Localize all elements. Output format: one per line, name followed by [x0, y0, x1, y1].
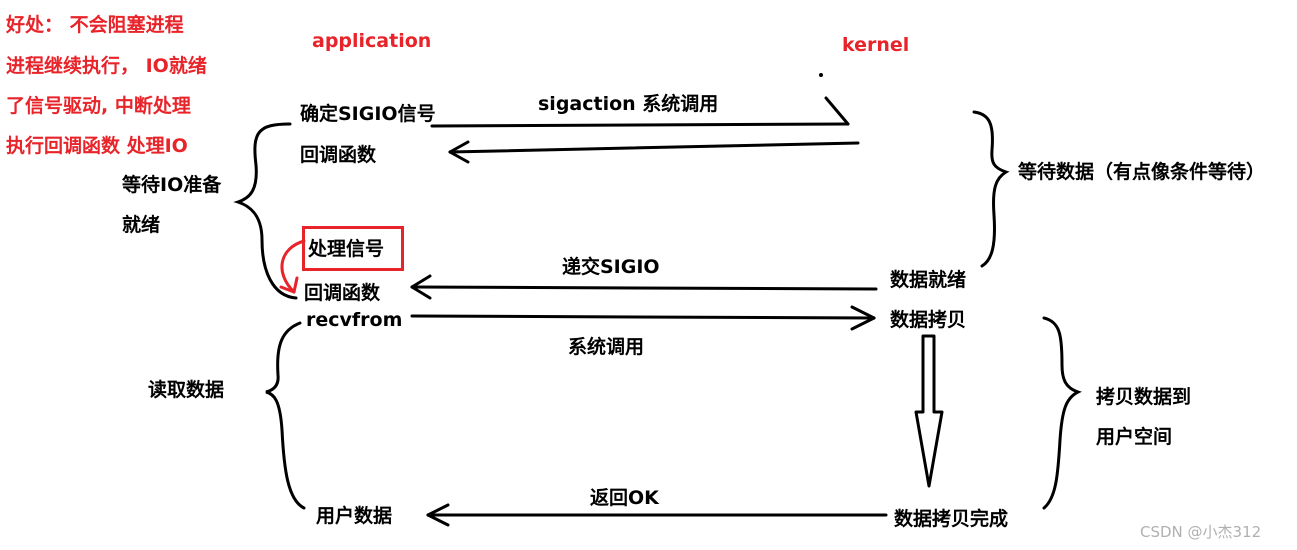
- data-copy-label: 数据拷贝: [890, 309, 967, 331]
- recvfrom-label: recvfrom: [306, 309, 403, 331]
- wait-io-brace: [233, 122, 298, 300]
- data-ready-label: 数据就绪: [890, 269, 967, 291]
- wait-data-brace: [972, 110, 1010, 268]
- callback-label-2: 回调函数: [304, 282, 381, 304]
- callback-label-1: 回调函数: [300, 144, 377, 166]
- benefit-note-line-1: 好处： 不会阻塞进程: [6, 14, 184, 36]
- callback-return-arrow: [448, 140, 860, 164]
- kernel-header: kernel: [842, 34, 910, 56]
- copy-to-user-brace: [1042, 316, 1082, 510]
- application-header: application: [312, 30, 432, 52]
- user-data-label: 用户数据: [316, 505, 393, 527]
- copy-done-label: 数据拷贝完成: [894, 508, 1009, 530]
- benefit-note-line-3: 了信号驱动, 中断处理: [6, 95, 191, 117]
- csdn-watermark: CSDN @小杰312: [1140, 523, 1262, 541]
- sigaction-label: sigaction 系统调用: [538, 93, 719, 115]
- handle-signal-red-arrow: [279, 239, 306, 294]
- wait-data-label: 等待数据（有点像条件等待）: [1018, 161, 1266, 183]
- read-data-label: 读取数据: [148, 379, 225, 401]
- benefit-note-line-2: 进程继续执行， IO就绪: [6, 55, 207, 77]
- handle-signal-label: 处理信号: [308, 238, 385, 260]
- wait-io-label-line-1: 等待IO准备: [122, 174, 222, 196]
- syscall-label: 系统调用: [568, 336, 645, 358]
- confirm-sigio-label: 确定SIGIO信号: [300, 103, 436, 125]
- return-ok-label: 返回OK: [590, 487, 659, 509]
- kernel-dot: [819, 73, 823, 77]
- wait-io-label-line-2: 就绪: [122, 214, 161, 236]
- deliver-sigio-label: 递交SIGIO: [562, 256, 660, 278]
- benefit-note-line-4: 执行回调函数 处理IO: [6, 135, 188, 157]
- sigaction-arrow: [430, 96, 850, 128]
- handle-signal-highlight-box: [302, 226, 404, 271]
- deliver-sigio-arrow: [410, 274, 878, 300]
- syscall-arrow: [410, 305, 876, 331]
- copy-to-user-label-line-1: 拷贝数据到: [1096, 386, 1192, 408]
- return-ok-arrow: [426, 503, 888, 527]
- read-data-brace: [265, 321, 306, 510]
- copy-to-user-label-line-2: 用户空间: [1096, 426, 1173, 448]
- copy-down-arrow: [914, 334, 944, 488]
